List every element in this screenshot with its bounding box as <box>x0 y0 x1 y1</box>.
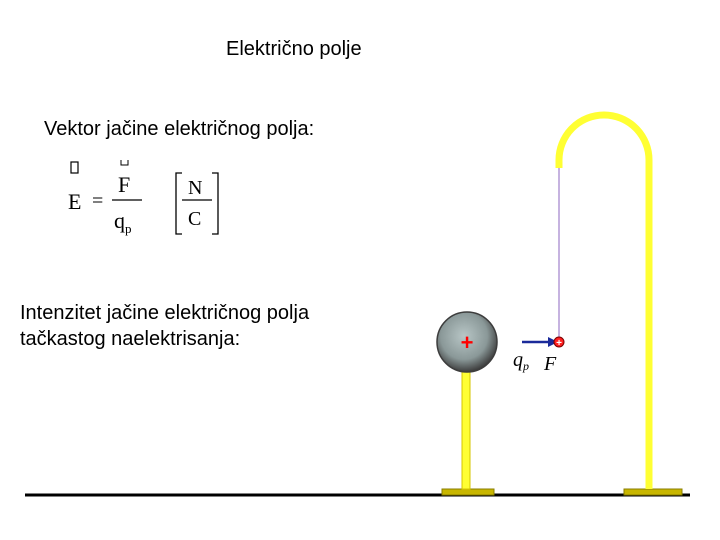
unit-bracket-left <box>175 172 182 235</box>
probe-plus-sign: + <box>556 338 562 349</box>
probe-charge <box>553 336 565 348</box>
formula-equals: = <box>92 190 103 212</box>
force-label: F <box>543 353 557 375</box>
slide-title: Električno polje <box>226 38 362 60</box>
field-vector-formula: E = F qp N C <box>68 160 219 236</box>
formula-denominator: q <box>114 208 125 233</box>
svg-text:qp: qp <box>114 208 132 236</box>
right-stand-base <box>623 488 683 496</box>
probe-charge-label: q <box>513 349 523 371</box>
unit-numerator: N <box>188 177 202 199</box>
intensity-label: Intenzitet jačine električnog polja tačk… <box>20 302 310 350</box>
vector-label: Vektor jačine električnog polja: <box>44 118 315 140</box>
vector-mark-e <box>70 161 79 174</box>
right-stand-arm <box>555 111 653 489</box>
svg-text:qp: qp <box>513 349 529 373</box>
left-stand-base <box>441 488 495 496</box>
formula-lhs: E <box>68 189 81 214</box>
unit-bracket-right <box>212 172 219 235</box>
formula-numerator: F <box>118 172 130 197</box>
unit-denominator: C <box>188 208 201 230</box>
formula-denominator-sub: p <box>125 221 132 236</box>
sphere-plus-sign: + <box>461 330 474 355</box>
vector-mark-f <box>120 160 129 166</box>
left-stand-pole <box>461 371 471 490</box>
charged-sphere <box>436 311 498 373</box>
probe-charge-label-sub: p <box>522 359 529 373</box>
force-arrowhead <box>548 337 558 347</box>
